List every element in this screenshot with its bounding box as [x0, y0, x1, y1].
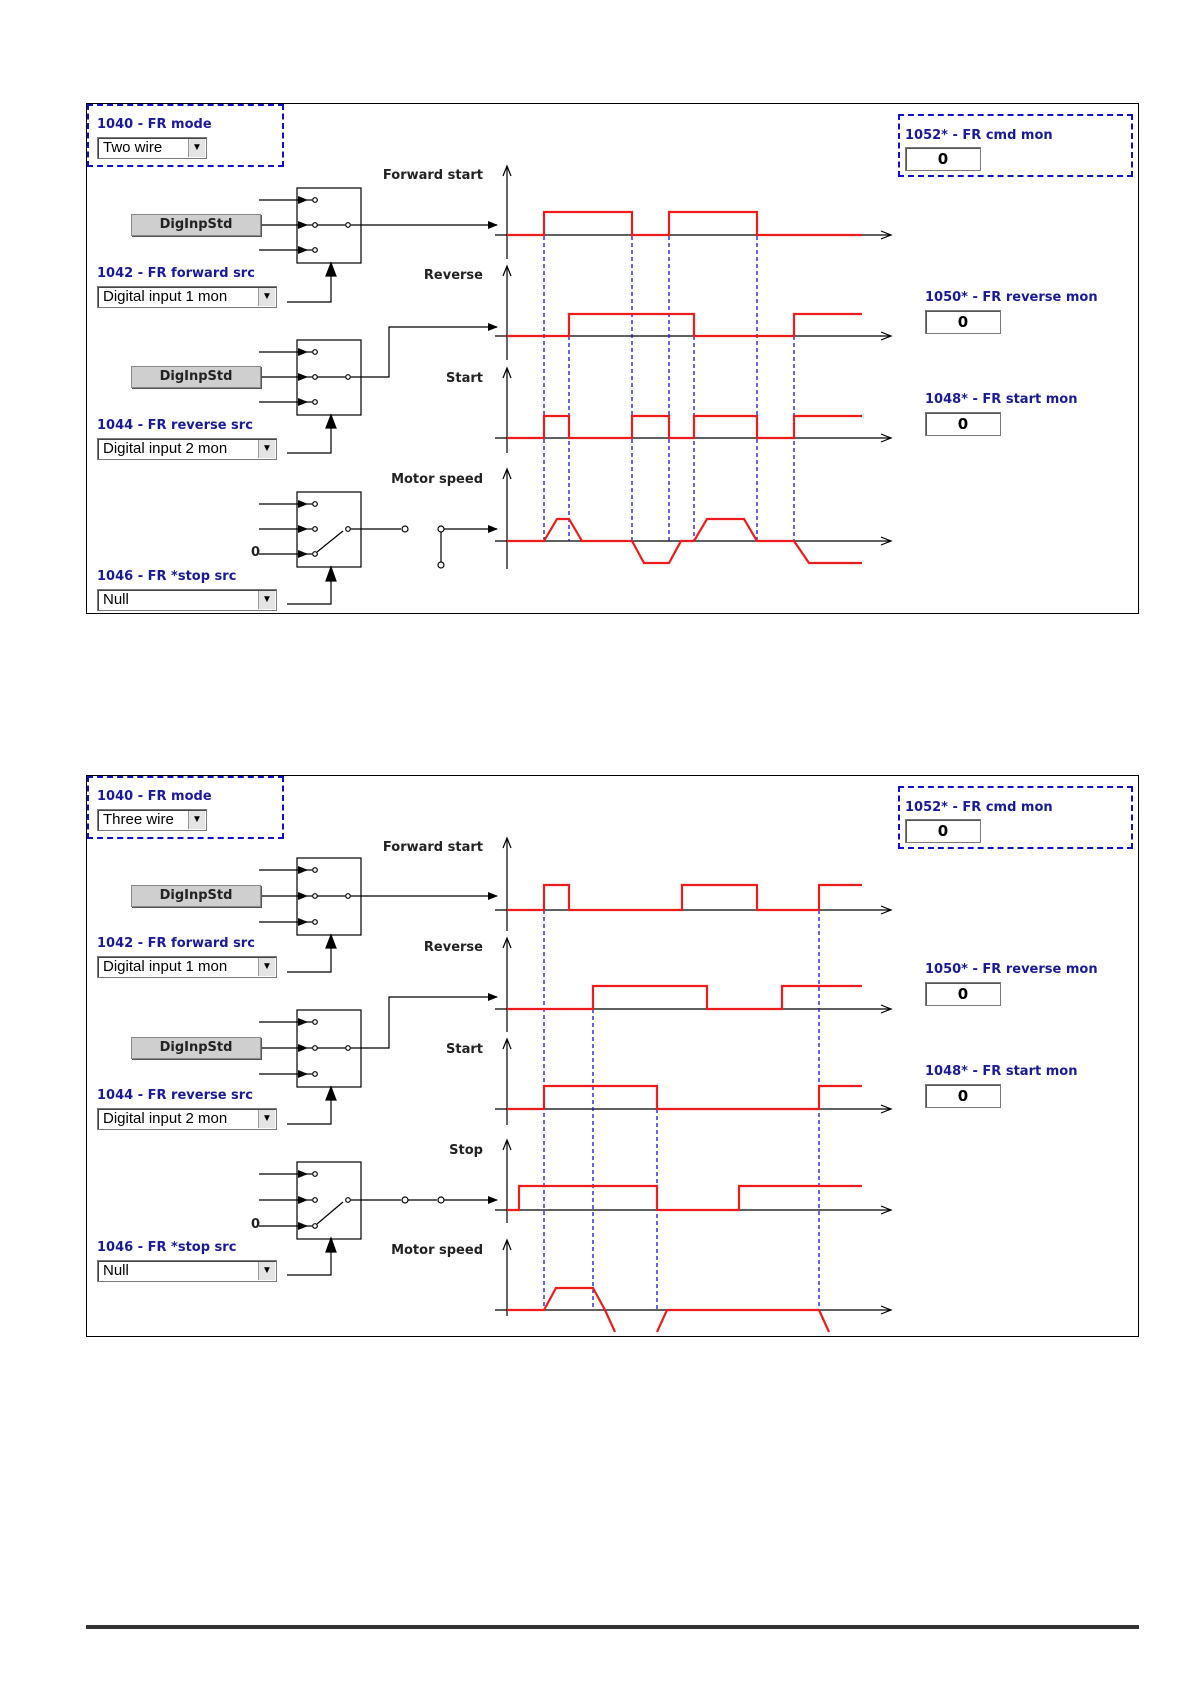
chevron-down-icon[interactable]: ▼: [258, 591, 275, 609]
three-wire-schematic: [259, 836, 893, 1333]
reverse-mon-label: 1050* - FR reverse mon: [925, 290, 1098, 305]
reverse-src-label: 1044 - FR reverse src: [97, 1088, 253, 1103]
start-mon-label: 1048* - FR start mon: [925, 1064, 1078, 1079]
reverse-src-value: Digital input 2 mon: [103, 1110, 228, 1127]
reverse-selector-block: [259, 993, 498, 1125]
chevron-down-icon[interactable]: ▼: [258, 958, 275, 976]
motor-speed-trace: [507, 1286, 617, 1333]
stop-src-select[interactable]: Null ▼: [97, 589, 277, 611]
mode-box: [87, 104, 284, 167]
forward-src-label: 1042 - FR forward src: [97, 936, 255, 951]
forward-start-trace: [507, 883, 862, 912]
stop-src-value: Null: [103, 591, 129, 608]
forward-selector-block: [259, 187, 498, 303]
forward-selector-block: [259, 857, 498, 973]
chevron-down-icon[interactable]: ▼: [188, 139, 205, 157]
reverse-selector-block: [259, 323, 498, 454]
two-wire-diagram: 1040 - FR mode Two wire ▼ 1052* - FR cmd…: [86, 103, 1139, 614]
cmd-mon-label: 1052* - FR cmd mon: [905, 800, 1053, 815]
mode-select[interactable]: Three wire ▼: [97, 809, 207, 831]
chevron-down-icon[interactable]: ▼: [258, 1262, 275, 1280]
mode-select-value: Three wire: [103, 811, 174, 828]
reverse-mon-label: 1050* - FR reverse mon: [925, 962, 1098, 977]
cmd-mon-value: 0: [905, 147, 981, 171]
reverse-mon-value: 0: [925, 982, 1001, 1006]
three-wire-axes: [495, 836, 893, 1316]
diginpstd-button-1[interactable]: DigInpStd: [131, 214, 261, 236]
chevron-down-icon[interactable]: ▼: [258, 1110, 275, 1128]
forward-src-label: 1042 - FR forward src: [97, 266, 255, 281]
forward-src-select[interactable]: Digital input 1 mon ▼: [97, 286, 277, 308]
chevron-down-icon[interactable]: ▼: [188, 811, 205, 829]
constant-zero-label: 0: [251, 545, 261, 560]
start-trace: [507, 414, 862, 440]
start-mon-label: 1048* - FR start mon: [925, 392, 1078, 407]
forward-src-value: Digital input 1 mon: [103, 288, 228, 305]
reverse-title: Reverse: [423, 940, 483, 955]
two-wire-axes: [495, 164, 893, 569]
mode-label: 1040 - FR mode: [97, 789, 212, 804]
forward-start-title: Forward start: [382, 168, 483, 183]
cmd-mon-box: [898, 786, 1133, 849]
stop-src-label: 1046 - FR *stop src: [97, 1240, 237, 1255]
footer-rule: [86, 1625, 1139, 1629]
motor-speed-trace: [507, 517, 862, 565]
chevron-down-icon[interactable]: ▼: [258, 288, 275, 306]
stop-selector-block: [259, 491, 498, 605]
start-trace: [507, 1084, 862, 1111]
reverse-src-value: Digital input 2 mon: [103, 440, 228, 457]
reverse-src-select[interactable]: Digital input 2 mon ▼: [97, 438, 277, 460]
forward-src-value: Digital input 1 mon: [103, 958, 228, 975]
two-wire-time-guides: [543, 236, 795, 541]
stop-src-label: 1046 - FR *stop src: [97, 569, 237, 584]
start-mon-value: 0: [925, 1084, 1001, 1108]
cmd-mon-box: [898, 114, 1133, 177]
reverse-src-label: 1044 - FR reverse src: [97, 418, 253, 433]
forward-start-trace: [507, 210, 862, 237]
chevron-down-icon[interactable]: ▼: [258, 440, 275, 458]
mode-box: [87, 776, 284, 839]
motor-speed-title: Motor speed: [391, 1243, 483, 1258]
forward-src-select[interactable]: Digital input 1 mon ▼: [97, 956, 277, 978]
motor-speed-title: Motor speed: [391, 472, 483, 487]
three-wire-diagram: 1040 - FR mode Three wire ▼ 1052* - FR c…: [86, 775, 1139, 1337]
mode-select-value: Two wire: [103, 139, 163, 156]
stop-selector-block: [259, 1161, 498, 1276]
mode-select[interactable]: Two wire ▼: [97, 137, 207, 159]
mode-label: 1040 - FR mode: [97, 117, 212, 132]
cmd-mon-value: 0: [905, 819, 981, 843]
start-mon-value: 0: [925, 412, 1001, 436]
stop-title: Stop: [449, 1143, 483, 1158]
reverse-src-select[interactable]: Digital input 2 mon ▼: [97, 1108, 277, 1130]
reverse-title: Reverse: [423, 268, 483, 283]
diginpstd-button-1[interactable]: DigInpStd: [131, 885, 261, 907]
reverse-trace: [507, 984, 862, 1011]
forward-start-title: Forward start: [382, 840, 483, 855]
reverse-trace: [507, 312, 862, 338]
constant-zero-label: 0: [251, 1217, 261, 1232]
start-title: Start: [446, 1042, 483, 1057]
cmd-mon-label: 1052* - FR cmd mon: [905, 128, 1053, 143]
stop-src-select[interactable]: Null ▼: [97, 1260, 277, 1282]
diginpstd-button-2[interactable]: DigInpStd: [131, 366, 261, 388]
diginpstd-button-2[interactable]: DigInpStd: [131, 1037, 261, 1059]
stop-src-value: Null: [103, 1262, 129, 1279]
reverse-mon-value: 0: [925, 310, 1001, 334]
motor-speed-trace-2: [655, 1308, 831, 1333]
two-wire-schematic: [259, 164, 893, 605]
stop-trace: [507, 1184, 862, 1212]
start-title: Start: [446, 371, 483, 386]
